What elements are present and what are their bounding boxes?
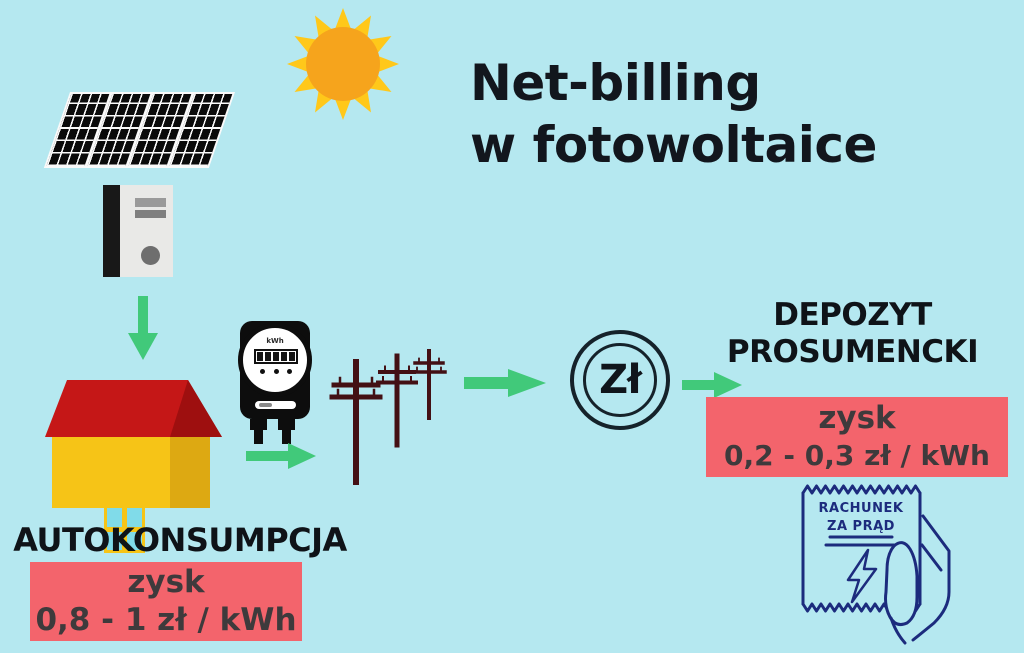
meter-digit xyxy=(265,352,271,361)
meter-digit xyxy=(273,352,279,361)
deposit-heading: DEPOZYT PROSUMENCKI xyxy=(700,297,1005,371)
inverter-dial xyxy=(141,246,160,265)
autoconsumption-profit-label: zysk xyxy=(127,564,205,600)
window-pane xyxy=(127,508,142,527)
lightning-icon xyxy=(846,548,878,604)
hand-finger-inner xyxy=(920,543,943,572)
meter-slot xyxy=(255,401,296,409)
arrow-right-icon xyxy=(246,443,316,469)
meter-terminals xyxy=(250,419,295,444)
window-pane xyxy=(107,508,122,527)
autoconsumption-heading: AUTOKONSUMPCJA xyxy=(13,521,347,559)
zloty-label: Zł xyxy=(599,357,642,403)
arrow-right-icon xyxy=(464,369,546,397)
bill-in-hand-icon: RACHUNEK ZA PRĄD xyxy=(801,484,951,645)
hand-finger-edge xyxy=(911,514,951,642)
title-line-2: w fotowoltaice xyxy=(470,116,877,174)
house-wall xyxy=(52,437,210,553)
zloty-coin-inner-ring: Zł xyxy=(583,343,657,417)
deposit-profit-label: zysk xyxy=(818,399,896,436)
inverter-side-panel xyxy=(103,185,120,277)
receipt-title-line-2: ZA PRĄD xyxy=(827,519,895,534)
title-line-1: Net-billing xyxy=(470,54,761,112)
inverter-icon xyxy=(103,185,173,277)
autoconsumption-profit-box: zysk 0,8 - 1 zł / kWh xyxy=(30,562,302,641)
deposit-heading-line-2: PROSUMENCKI xyxy=(726,334,979,370)
autoconsumption-profit-value: 0,8 - 1 zł / kWh xyxy=(35,602,297,638)
arrow-down-icon xyxy=(128,296,158,360)
inverter-vent xyxy=(135,198,166,207)
hand-wrist xyxy=(889,616,907,645)
house-icon xyxy=(45,380,222,553)
arrow-right-icon xyxy=(682,372,742,398)
receipt-top-edge xyxy=(801,484,922,495)
solar-panel-icon xyxy=(43,92,235,168)
zloty-coin-icon: Zł xyxy=(570,330,670,430)
meter-unit-label: kWh xyxy=(266,337,284,345)
deposit-profit-value: 0,2 - 0,3 zł / kWh xyxy=(724,438,990,472)
sun-icon xyxy=(287,8,399,120)
deposit-profit-box: zysk 0,2 - 0,3 zł / kWh xyxy=(706,397,1008,477)
deposit-heading-line-1: DEPOZYT xyxy=(773,297,932,333)
meter-digit xyxy=(289,352,295,361)
meter-digit xyxy=(281,352,287,361)
inverter-vent xyxy=(135,210,166,218)
page-title: Net-billing w fotowoltaice xyxy=(470,52,877,176)
meter-digit xyxy=(257,352,263,361)
power-poles-icon xyxy=(329,349,447,485)
house-wall-shade xyxy=(170,437,210,508)
hand-thumb xyxy=(884,541,919,626)
receipt-title-line-1: RACHUNEK xyxy=(819,501,904,516)
house-window xyxy=(104,505,145,553)
meter-digit-display xyxy=(254,349,298,364)
window-pane xyxy=(107,531,122,550)
window-pane xyxy=(127,531,142,550)
meter-dots xyxy=(252,369,300,374)
